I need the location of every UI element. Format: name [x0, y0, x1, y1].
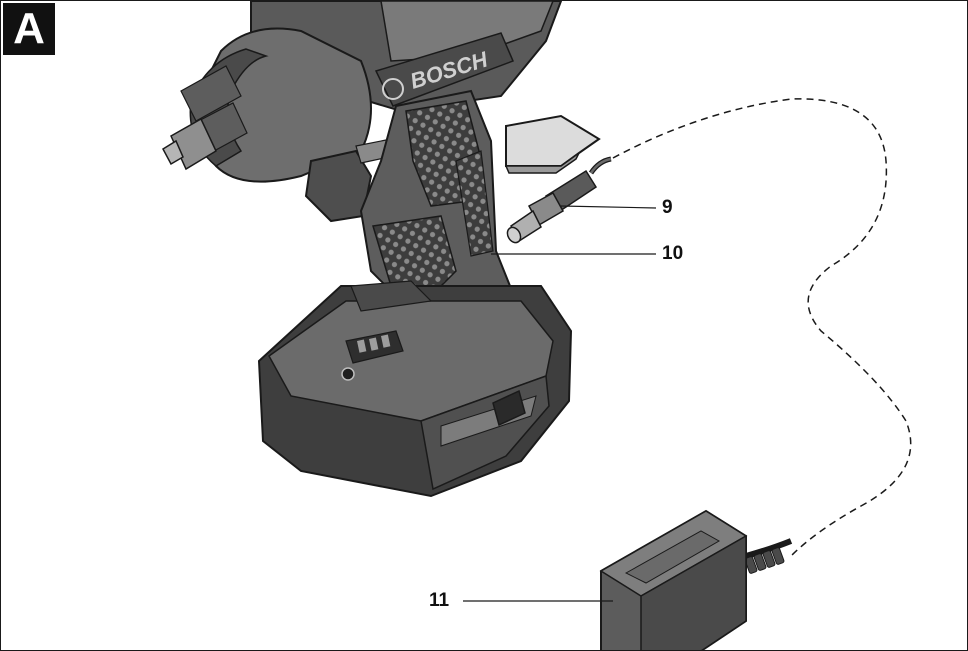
- drill-illustration: BOSCH: [162, 1, 573, 498]
- panel-letter: A: [3, 3, 55, 55]
- power-adapter: [599, 509, 793, 650]
- dashed-cable: [612, 98, 912, 557]
- callout-9: 9: [662, 197, 673, 218]
- callout-10: 10: [662, 243, 684, 264]
- callout-11: 11: [429, 590, 450, 611]
- brand-logo-icon: [382, 78, 404, 100]
- insert-arrow-icon: [504, 114, 601, 174]
- leader-line-9: [560, 205, 657, 209]
- plug-connector: [506, 156, 612, 244]
